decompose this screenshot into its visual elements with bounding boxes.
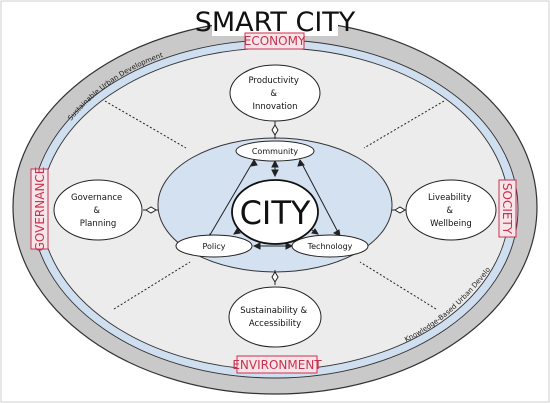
core-community-label: Community [252,147,299,156]
pillar-bottom-line-1: Sustainability & [240,306,307,316]
pillar-right-node [405,179,497,241]
arrowhead-icon [250,158,258,167]
pillar-left-node [53,179,143,241]
divider-upper-right [363,100,445,149]
core-community-node [235,140,315,162]
diamond-top-icon [271,124,279,136]
arrowhead-icon [252,242,261,250]
pillar-top-label: Productivity & Innovation [248,76,301,112]
domain-top-label: ECONOMY [244,34,306,48]
divider-lower-right [359,261,437,310]
domain-right-label: SOCIETY [500,183,514,235]
pillar-right-label: Liveability & Wellbeing [428,193,474,229]
arrow-community-policy [206,159,255,241]
core-policy-node [175,234,253,258]
arrowhead-icon [297,158,305,167]
pillar-right-line-2: & [446,206,453,216]
domain-top-box [244,32,305,50]
arrowhead-icon [271,159,279,168]
arrowhead-icon [271,169,279,178]
diamond-left-icon [145,206,157,214]
diamond-right-icon [394,206,406,214]
city-center-node [231,179,319,245]
domain-right-box [498,179,517,238]
pillar-top-line-1: Productivity [248,76,298,86]
diamond-bottom-icon [271,271,279,283]
arrow-community-technology [299,159,341,237]
pillar-top-line-2: & [270,89,277,99]
pillar-right-line-1: Liveability [428,193,471,203]
pillar-bottom-node [228,286,322,348]
pillar-left-line-3: Planning [80,219,117,229]
domain-left-box [30,168,49,250]
arrowhead-icon [332,229,341,237]
pillar-left-line-2: & [93,206,100,216]
pillar-top-line-3: Innovation [252,102,297,112]
core-technology-node [291,234,369,258]
arrowhead-icon [285,242,294,250]
pillar-bottom-label: Sustainability & Accessibility [240,306,310,329]
arrowhead-icon [311,228,319,235]
pillar-right-line-3: Wellbeing [430,219,472,229]
core-technology-label: Technology [307,242,353,251]
domain-bottom-label: ENVIRONMENT [232,358,322,372]
pillar-left-label: Governance & Planning [71,193,125,229]
pillar-bottom-line-2: Accessibility [249,319,301,329]
pillar-top-node [229,64,321,122]
core-policy-label: Policy [202,242,225,251]
domain-left-label: GOVERNANCE [33,167,47,252]
title-backdrop [212,6,338,36]
arrowhead-icon [233,228,241,235]
pillar-left-line-1: Governance [71,193,122,203]
city-center-label: CITY [240,194,311,232]
connector-diamonds [145,124,406,283]
divider-lower-left [113,261,191,310]
quadrant-dividers [104,100,445,310]
domain-bottom-box [236,355,318,374]
